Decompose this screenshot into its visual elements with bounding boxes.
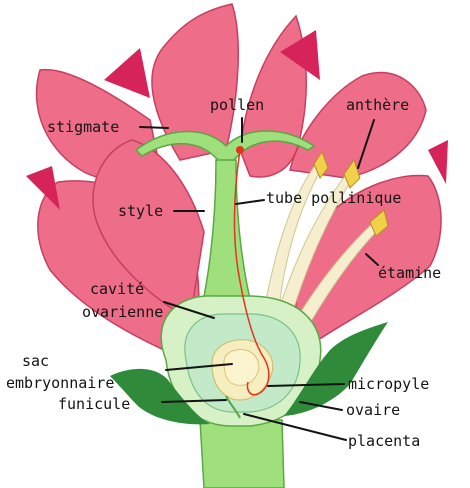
label-etamine: étamine bbox=[378, 264, 441, 282]
label-tube-pollinique: tube pollinique bbox=[266, 189, 401, 207]
label-stigmate: stigmate bbox=[47, 118, 119, 136]
petal-tip bbox=[428, 140, 448, 184]
leader-stigmate bbox=[140, 127, 168, 128]
label-cavite: cavité bbox=[90, 280, 144, 298]
petal-tip bbox=[104, 48, 150, 98]
label-micropyle: micropyle bbox=[348, 375, 429, 393]
label-funicule: funicule bbox=[58, 395, 130, 413]
label-ovaire: ovaire bbox=[346, 401, 400, 419]
style bbox=[200, 160, 254, 316]
label-ovarienne: ovarienne bbox=[82, 303, 163, 321]
label-embryonnaire: embryonnaire bbox=[6, 374, 114, 392]
label-placenta: placenta bbox=[348, 432, 420, 450]
label-sac: sac bbox=[22, 352, 49, 370]
label-pollen: pollen bbox=[210, 96, 264, 114]
label-anthere: anthère bbox=[346, 96, 409, 114]
label-style: style bbox=[118, 202, 163, 220]
embryo-sac bbox=[224, 350, 259, 386]
leader-tube bbox=[236, 200, 264, 204]
pedicel bbox=[200, 420, 284, 488]
petal-right-top bbox=[290, 73, 426, 178]
